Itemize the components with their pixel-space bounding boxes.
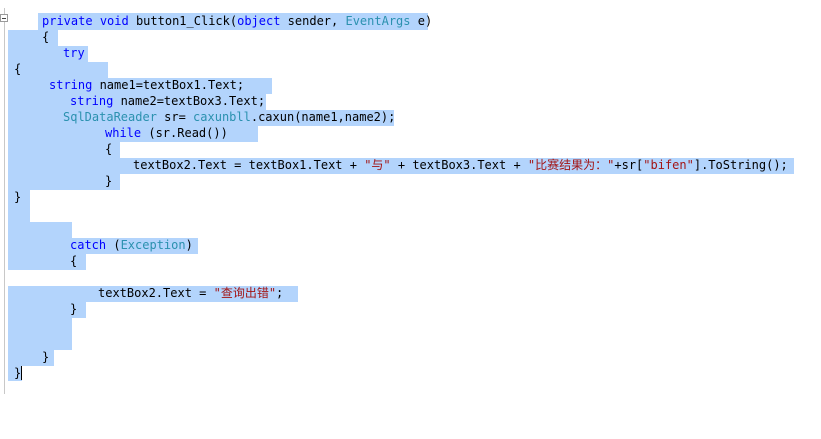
code-token: sr=	[156, 110, 194, 124]
code-line[interactable]: }	[105, 173, 112, 189]
selection-highlight	[8, 78, 272, 94]
selection-highlight	[8, 190, 30, 206]
code-line[interactable]: {	[105, 141, 112, 157]
code-line[interactable]: {	[14, 61, 21, 77]
code-token: }	[70, 302, 78, 316]
selection-highlight	[8, 30, 58, 46]
code-token: + textBox3.Text +	[390, 158, 528, 172]
code-line[interactable]: SqlDataReader sr= caxunbll.caxun(name1,n…	[63, 109, 395, 125]
code-token: {	[42, 30, 50, 44]
code-token: (sr.Read())	[141, 126, 228, 140]
selection-highlight	[8, 158, 794, 174]
code-token: string	[49, 78, 93, 92]
selection-highlight	[8, 302, 86, 318]
code-token: caxunbll	[193, 110, 251, 124]
selection-highlight	[8, 142, 120, 158]
selection-highlight	[8, 254, 86, 270]
code-token: {	[105, 142, 113, 156]
selection-highlight	[8, 94, 266, 110]
selection-highlight	[8, 334, 72, 350]
selection-highlight	[8, 174, 120, 190]
code-line[interactable]: string name2=textBox3.Text;	[70, 93, 265, 109]
code-token: try	[63, 46, 85, 60]
code-line[interactable]: {	[42, 29, 49, 45]
selection-highlight	[8, 110, 394, 126]
selection-highlight	[8, 126, 258, 142]
text-cursor	[21, 366, 22, 380]
code-token: Exception	[120, 238, 186, 252]
code-token: ;	[276, 286, 284, 300]
code-token: textBox2.Text = textBox1.Text +	[133, 158, 365, 172]
code-token: +sr[	[614, 158, 644, 172]
code-token: name1=textBox1.Text;	[92, 78, 245, 92]
code-token: .caxun(name1,name2);	[250, 110, 396, 124]
code-token: textBox2.Text =	[98, 286, 214, 300]
code-token: sender,	[280, 14, 346, 28]
code-line[interactable]: while (sr.Read())	[105, 125, 228, 141]
code-line[interactable]: catch (Exception)	[70, 237, 193, 253]
code-token: object	[237, 14, 281, 28]
code-token	[93, 14, 100, 28]
code-token: e)	[410, 14, 433, 28]
selection-highlight	[8, 222, 72, 238]
selection-highlight	[38, 13, 428, 30]
collapse-toggle-icon[interactable]	[0, 14, 8, 22]
code-token: }	[42, 350, 50, 364]
code-token: )	[185, 238, 193, 252]
outline-margin	[4, 8, 5, 394]
code-token: {	[70, 254, 78, 268]
code-token: SqlDataReader	[63, 110, 157, 124]
selection-highlight	[8, 46, 88, 62]
code-token: while	[105, 126, 142, 140]
code-line[interactable]: }	[14, 189, 21, 205]
code-token: "与"	[364, 158, 391, 172]
code-token: }	[14, 190, 22, 204]
code-line[interactable]: string name1=textBox1.Text;	[49, 77, 244, 93]
code-token: button1_Click(	[128, 14, 238, 28]
code-line[interactable]: try	[63, 45, 85, 61]
code-line[interactable]: private void button1_Click(object sender…	[42, 13, 432, 29]
code-line[interactable]: }	[14, 365, 21, 381]
selection-highlight	[8, 286, 298, 302]
code-token: }	[105, 174, 113, 188]
code-line[interactable]: }	[42, 349, 49, 365]
code-token: "比赛结果为："	[527, 158, 615, 172]
code-token: ].ToString();	[693, 158, 788, 172]
selection-highlight	[8, 238, 198, 254]
code-token: (	[106, 238, 121, 252]
selection-highlight	[8, 366, 22, 381]
selection-highlight	[8, 350, 54, 366]
code-line[interactable]: {	[70, 253, 77, 269]
code-line[interactable]: textBox2.Text = "查询出错";	[98, 285, 283, 301]
selection-highlight	[8, 206, 30, 222]
code-line[interactable]: textBox2.Text = textBox1.Text + "与" + te…	[133, 157, 788, 173]
code-token: "查询出错"	[213, 286, 277, 300]
selection-highlight	[8, 318, 72, 334]
code-token: }	[14, 366, 22, 380]
code-token: catch	[70, 238, 107, 252]
code-line[interactable]: }	[70, 301, 77, 317]
selection-highlight	[8, 62, 108, 78]
code-token: string	[70, 94, 114, 108]
code-token: void	[99, 14, 129, 28]
code-token: "bifen"	[643, 158, 694, 172]
code-token: name2=textBox3.Text;	[113, 94, 266, 108]
code-token: private	[42, 14, 93, 28]
code-token: EventArgs	[345, 14, 411, 28]
code-token: {	[14, 62, 22, 76]
